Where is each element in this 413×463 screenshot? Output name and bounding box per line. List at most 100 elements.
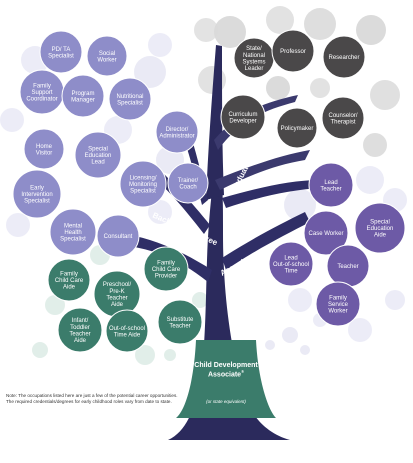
occupation-circle: [12, 169, 62, 219]
background-bubble: [45, 295, 65, 315]
occupation-node-professor: Professor: [271, 29, 315, 73]
occupation-node-researcher: Researcher: [322, 35, 366, 79]
background-bubble: [148, 33, 172, 57]
occupation-node-director-administrator: Director/Administrator: [155, 110, 199, 154]
occupation-node-teacher: Teacher: [326, 244, 370, 288]
background-bubble: [363, 133, 387, 157]
occupation-circle: [271, 29, 315, 73]
occupation-label: Policymaker: [281, 126, 314, 132]
occupation-circle: [167, 162, 209, 204]
occupation-circle: [47, 258, 91, 302]
occupation-circle: [105, 309, 149, 353]
occupation-circle: [354, 202, 406, 254]
occupation-circle: [61, 74, 105, 118]
background-bubble: [284, 189, 316, 221]
occupation-circle: [321, 96, 365, 140]
occupation-label: Director/Administrator: [159, 127, 194, 140]
occupation-circle: [276, 107, 318, 149]
occupation-circle: [86, 35, 128, 77]
occupation-node-counselor-therapist: Counselor/Therapist: [321, 96, 365, 140]
occupation-circle: [119, 160, 167, 208]
occupation-node-policymaker: Policymaker: [276, 107, 318, 149]
background-bubble: [310, 78, 330, 98]
occupation-circle: [268, 241, 314, 287]
background-bubble: [266, 76, 290, 100]
occupation-circle: [57, 307, 103, 353]
occupation-circle: [143, 246, 189, 292]
occupation-circle: [322, 35, 366, 79]
occupation-circle: [108, 77, 152, 121]
background-bubble: [265, 340, 275, 350]
occupation-circle: [315, 281, 361, 327]
background-bubble: [370, 80, 400, 110]
background-bubble: [300, 345, 310, 355]
background-bubble: [32, 342, 48, 358]
background-bubble: [6, 213, 30, 237]
occupation-node-case-worker: Case Worker: [303, 210, 349, 256]
graduate-branch-right: [215, 150, 310, 190]
background-bubble: [288, 288, 312, 312]
decorative-bubbles: [0, 6, 407, 365]
background-bubble: [266, 6, 294, 34]
background-bubble: [214, 16, 246, 48]
occupation-circle: [308, 162, 354, 208]
background-bubble: [164, 349, 176, 361]
occupation-circle: [39, 30, 83, 74]
occupation-circle: [96, 214, 140, 258]
occupation-circle: [157, 299, 203, 345]
occupation-circle: [23, 128, 65, 170]
background-bubble: [148, 200, 172, 224]
footnote: Note: The occupations listed here are ju…: [6, 393, 178, 404]
occupation-circle: [49, 208, 97, 256]
associate-branch-right: [222, 180, 320, 208]
occupation-label: Trainer/Coach: [178, 178, 199, 191]
graduate-branch-upper: [214, 95, 298, 150]
background-bubble: [348, 318, 372, 342]
occupation-label: Researcher: [328, 55, 359, 61]
occupation-label: Professor: [280, 49, 306, 55]
associate-branch: [222, 212, 310, 270]
occupation-label: Teacher: [337, 264, 358, 270]
occupation-circle: [220, 94, 266, 140]
occupation-label: Case Worker: [309, 231, 344, 237]
